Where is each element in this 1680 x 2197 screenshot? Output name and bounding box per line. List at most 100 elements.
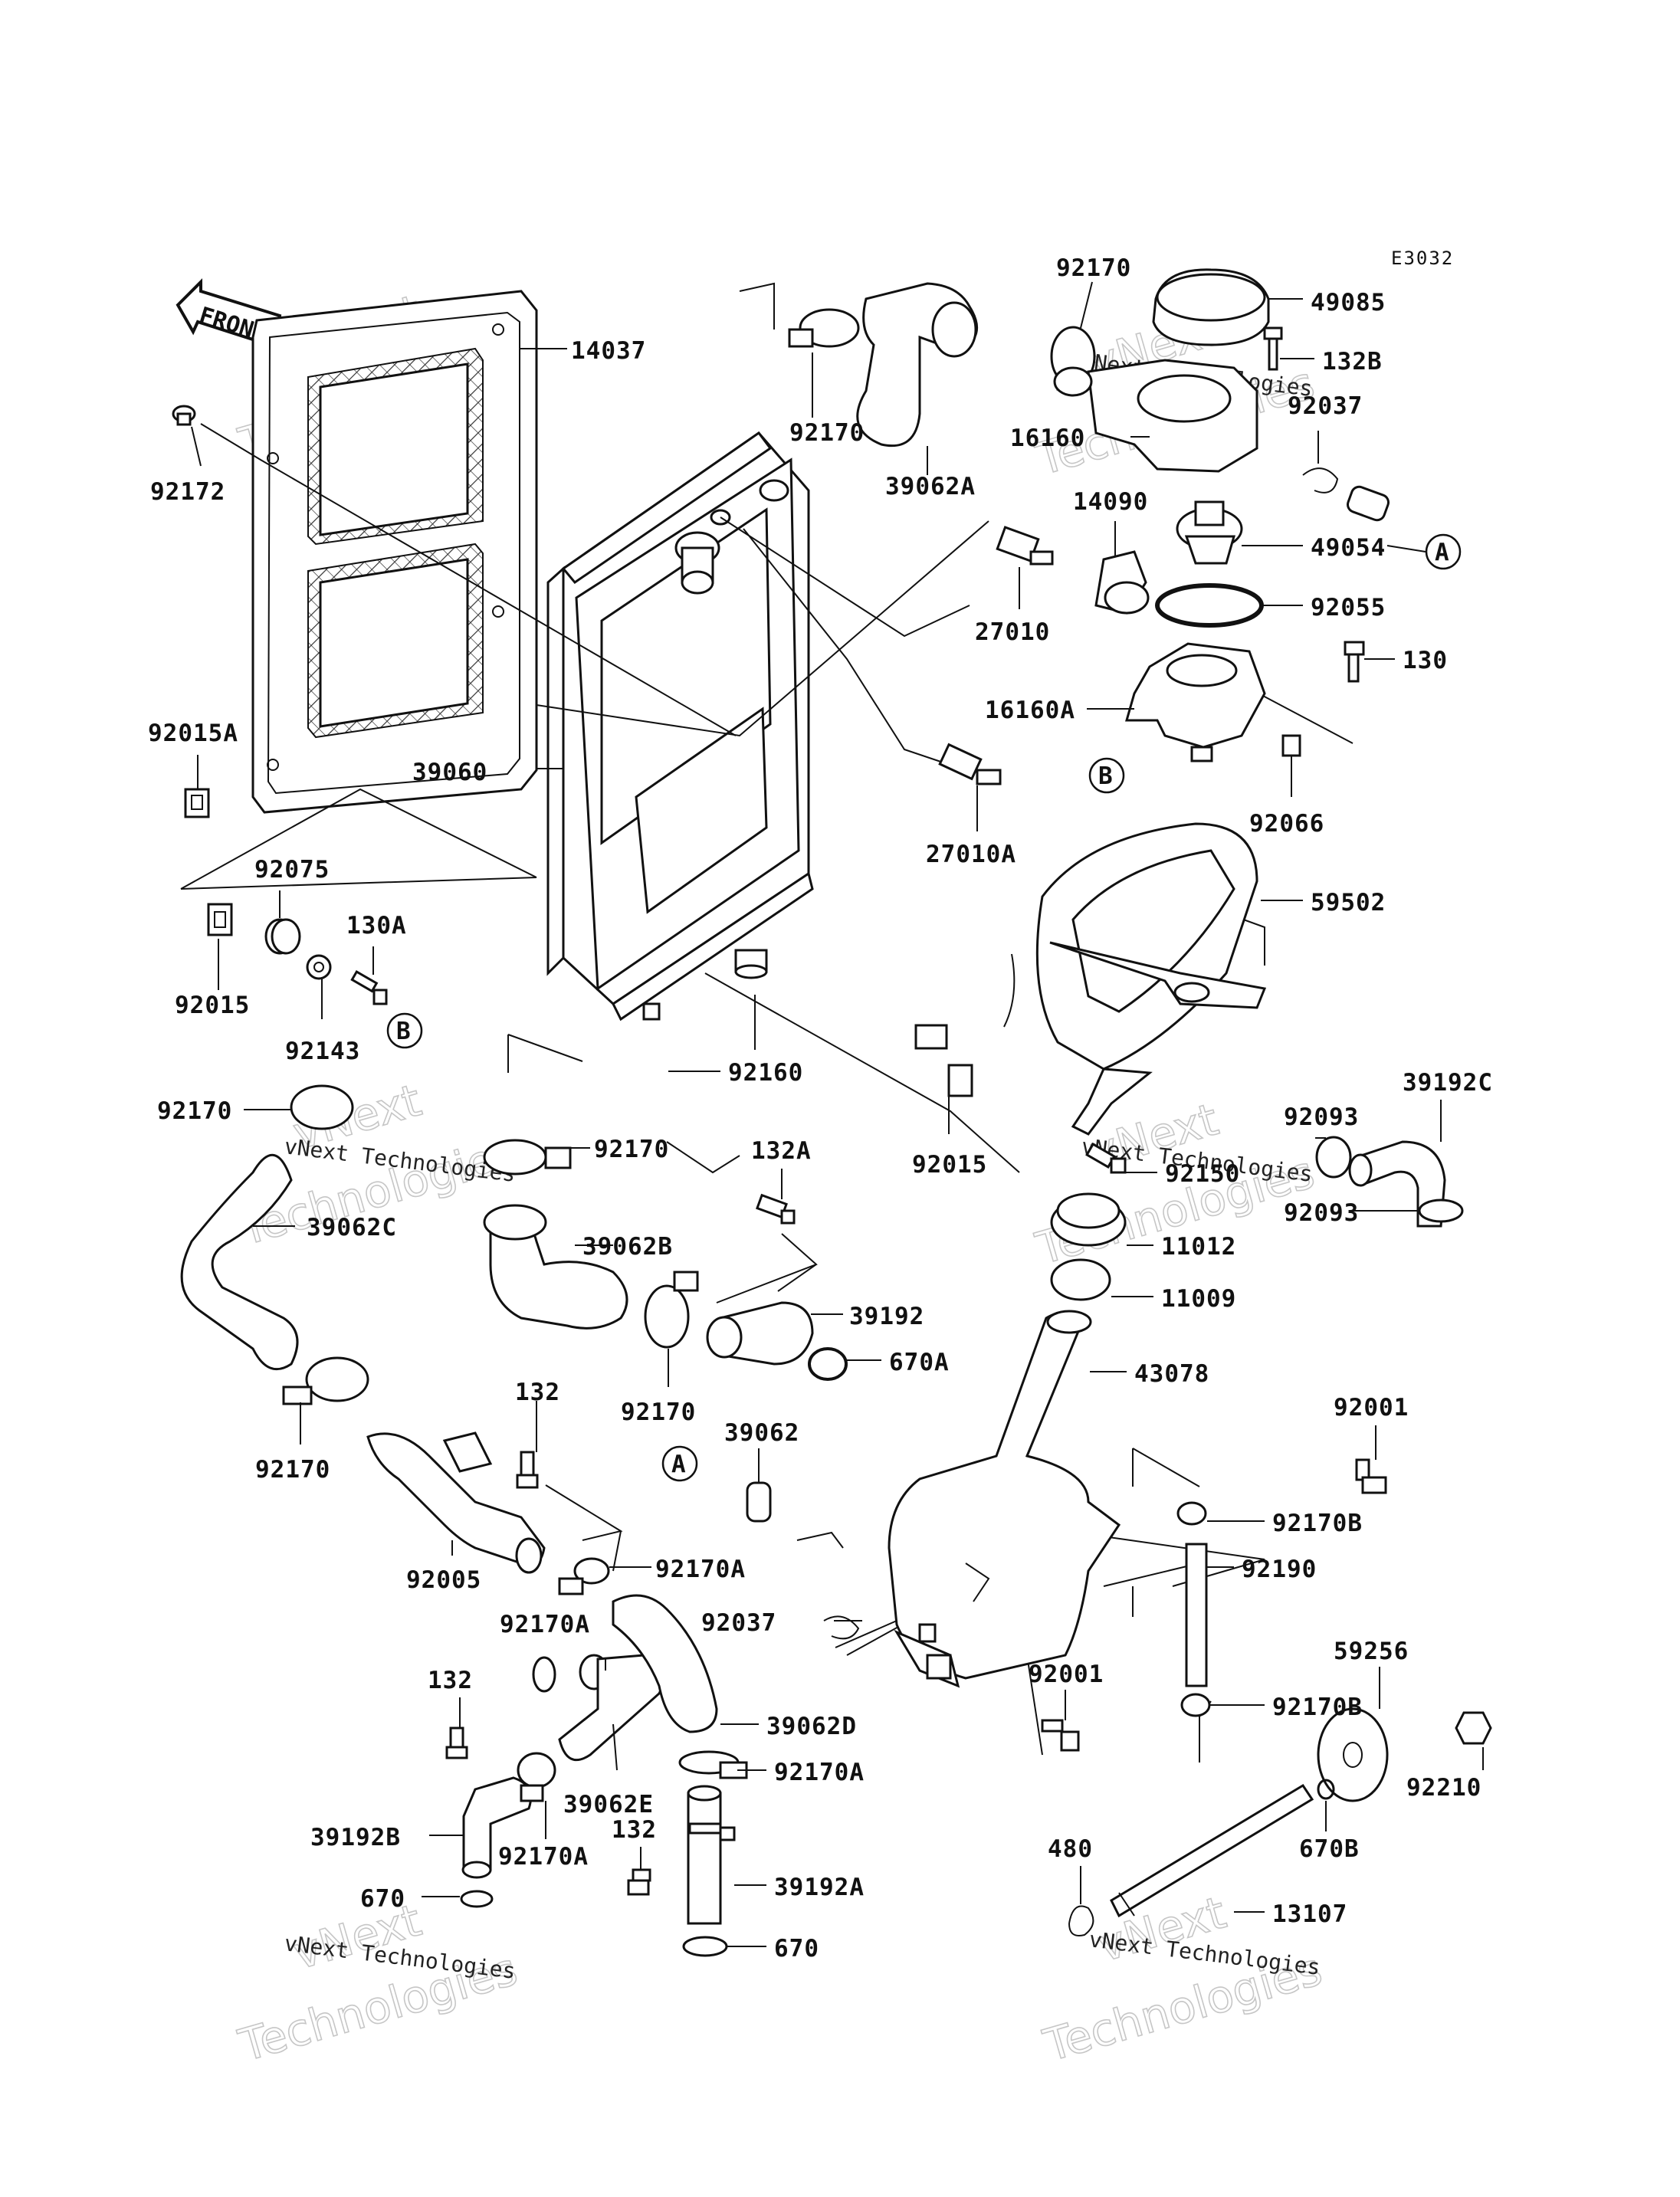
label-59502: 59502 [1311, 889, 1386, 917]
label-92066: 92066 [1249, 810, 1324, 838]
label-39062A: 39062A [885, 473, 976, 500]
collar-92143-icon [306, 954, 332, 980]
label-39062D: 39062D [766, 1713, 857, 1740]
label-92001-b: 92001 [1029, 1661, 1104, 1688]
label-92015A: 92015A [148, 720, 238, 747]
label-49054: 49054 [1311, 534, 1386, 562]
radiator-screen-part [251, 290, 538, 814]
clamp-92170A-a-icon [558, 1557, 610, 1595]
label-130A: 130A [346, 912, 407, 939]
callout-leaders [191, 281, 1484, 1947]
label-14090: 14090 [1073, 488, 1148, 516]
label-39062: 39062 [724, 1419, 799, 1447]
label-92075: 92075 [254, 856, 330, 884]
bolt-132B-icon [1263, 326, 1283, 371]
label-16160A: 16160A [985, 697, 1075, 724]
label-92001-a: 92001 [1334, 1394, 1409, 1421]
thermostat-49054-icon [1176, 500, 1243, 565]
label-130: 130 [1403, 647, 1448, 674]
bolt-132-c-icon [627, 1868, 651, 1896]
label-670A: 670A [889, 1349, 950, 1376]
circlip-480-icon [1068, 1905, 1094, 1936]
seal-11009-icon [1050, 1258, 1111, 1301]
hose-39062C-part [180, 1154, 299, 1371]
radiator-core-part [546, 431, 814, 1021]
label-92037-top: 92037 [1288, 392, 1363, 420]
o-ring-670-a-icon [460, 1890, 494, 1908]
clamp-92170B-a-icon [1176, 1501, 1207, 1526]
grommet-92075-icon [264, 918, 301, 955]
label-92037-low: 92037 [701, 1609, 776, 1637]
label-92170A-c: 92170A [774, 1759, 865, 1786]
clamp-92170B-b-icon [1180, 1693, 1211, 1717]
tube-92190-part [1185, 1543, 1208, 1687]
label-92210: 92210 [1406, 1774, 1481, 1802]
label-92172: 92172 [150, 478, 225, 506]
o-ring-670A-icon [808, 1347, 848, 1381]
bolt-132-b-icon [445, 1726, 468, 1759]
sensor-27010A-icon [938, 743, 1002, 785]
clamp-92170-top-icon [788, 308, 860, 348]
label-92160: 92160 [728, 1059, 803, 1087]
label-670-a: 670 [360, 1885, 405, 1913]
bolt-92001-a-icon [1355, 1458, 1387, 1494]
hose-39062E-part [558, 1654, 666, 1762]
pipe-A-top-icon [1347, 485, 1390, 522]
bolt-132-a-icon [516, 1451, 539, 1489]
sensor-27010-icon [996, 526, 1054, 566]
label-92170B-a: 92170B [1272, 1510, 1363, 1537]
label-132B: 132B [1322, 348, 1383, 375]
ref-marker-A-top: A [1425, 533, 1462, 570]
clip-92015A-icon [184, 788, 210, 818]
label-11012: 11012 [1161, 1233, 1236, 1261]
label-92170A-b: 92170A [500, 1611, 590, 1638]
clamp-92170-low-icon [644, 1271, 699, 1349]
label-39060: 39060 [412, 759, 487, 786]
label-670B: 670B [1299, 1835, 1360, 1863]
fitting-14090-icon [1094, 550, 1150, 615]
label-132-a: 132 [515, 1379, 560, 1406]
housing-16160-part [1053, 359, 1258, 473]
diagram-code: E3032 [1391, 248, 1454, 269]
ref-marker-B-left: B [386, 1012, 423, 1049]
washer-670B-icon [1317, 1779, 1335, 1800]
hose-39062D-part [612, 1594, 718, 1733]
clamp-92170-left-icon [290, 1084, 354, 1130]
o-ring-92055-icon [1155, 583, 1264, 628]
bolt-132A-icon [756, 1193, 796, 1225]
label-92143: 92143 [285, 1038, 360, 1065]
svg-text:B: B [396, 1018, 412, 1045]
label-14037: 14037 [571, 337, 646, 365]
clamp-92170-mid-icon [483, 1139, 572, 1176]
label-132A: 132A [751, 1137, 812, 1165]
label-132-b: 132 [428, 1667, 473, 1694]
label-43078: 43078 [1134, 1360, 1209, 1388]
callout-labels: 14037 92172 92015A 39060 92075 130A 9201… [148, 254, 1492, 1963]
label-39192: 39192 [849, 1303, 924, 1330]
label-92170-low: 92170 [621, 1399, 696, 1426]
label-59256: 59256 [1334, 1638, 1409, 1665]
label-92190: 92190 [1242, 1556, 1317, 1583]
clamp-92170A-b-icon [532, 1654, 609, 1693]
label-16160: 16160 [1010, 425, 1085, 452]
label-92170B-b: 92170B [1272, 1694, 1363, 1721]
clamp-92170A-d-icon [517, 1752, 556, 1802]
label-92170A-a: 92170A [655, 1556, 746, 1583]
nut-92066-icon [1281, 734, 1301, 757]
seal-92093-a-icon [1315, 1136, 1352, 1179]
svg-text:A: A [671, 1451, 687, 1478]
bracket-92015-mid-icon [947, 1064, 973, 1097]
cap-92093-b-icon [1418, 1199, 1464, 1223]
label-92055: 92055 [1311, 594, 1386, 621]
watermark-bottom-left: vNext Technologies vNext Technologies [232, 1894, 523, 2073]
hose-39062A-part [856, 282, 978, 448]
label-92170-lowleft: 92170 [255, 1456, 330, 1484]
label-92093-a: 92093 [1284, 1103, 1359, 1131]
label-39062E: 39062E [563, 1791, 654, 1818]
label-92150: 92150 [1165, 1160, 1240, 1188]
label-92170-left: 92170 [157, 1097, 232, 1125]
label-11009: 11009 [1161, 1285, 1236, 1313]
fan-assembly-59502-part [914, 822, 1267, 1136]
label-92015-left: 92015 [175, 992, 250, 1019]
label-27010A: 27010A [926, 841, 1016, 868]
